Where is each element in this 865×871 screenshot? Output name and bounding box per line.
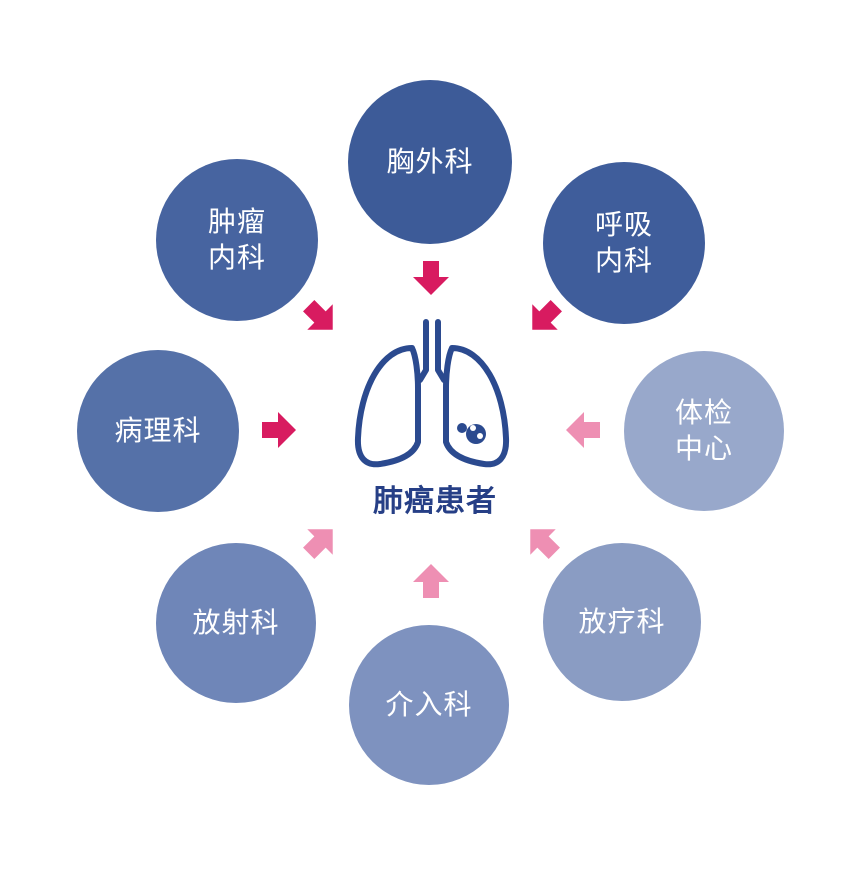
- arrow-bottom-left: [303, 529, 333, 559]
- node-radiology: 放射科: [156, 543, 316, 703]
- arrow-right: [566, 412, 600, 448]
- arrow-bottom: [413, 564, 449, 598]
- node-label-line2: 中心: [674, 432, 733, 465]
- node-label-line2: 内科: [207, 241, 266, 274]
- arrow-left: [262, 412, 296, 448]
- node-label: 病理科: [114, 414, 202, 447]
- node-label: 介入科: [385, 688, 473, 721]
- lungs-icon: [354, 319, 510, 468]
- node-label-line1: 呼吸: [594, 208, 653, 241]
- node-pathology: 病理科: [77, 350, 239, 512]
- node-respiratory: 呼吸 内科: [543, 162, 705, 324]
- arrow-bottom-right: [530, 529, 560, 559]
- arrow-top-right: [532, 300, 562, 330]
- node-label-line2: 内科: [594, 244, 653, 277]
- arrow-top-left: [303, 300, 333, 330]
- node-radiotherapy: 放疗科: [543, 543, 701, 701]
- node-health-check: 体检 中心: [624, 351, 784, 511]
- node-label: 胸外科: [386, 145, 474, 178]
- node-thoracic-surgery: 胸外科: [348, 80, 512, 244]
- node-label: 放射科: [192, 606, 280, 639]
- arrow-top: [413, 261, 449, 295]
- node-medical-oncology: 肿瘤 内科: [156, 159, 318, 321]
- center-label: 肺癌患者: [373, 484, 497, 519]
- node-label-line1: 肿瘤: [207, 205, 266, 238]
- node-label-line1: 体检: [674, 396, 733, 429]
- node-interventional: 介入科: [349, 625, 509, 785]
- node-label: 放疗科: [578, 605, 666, 638]
